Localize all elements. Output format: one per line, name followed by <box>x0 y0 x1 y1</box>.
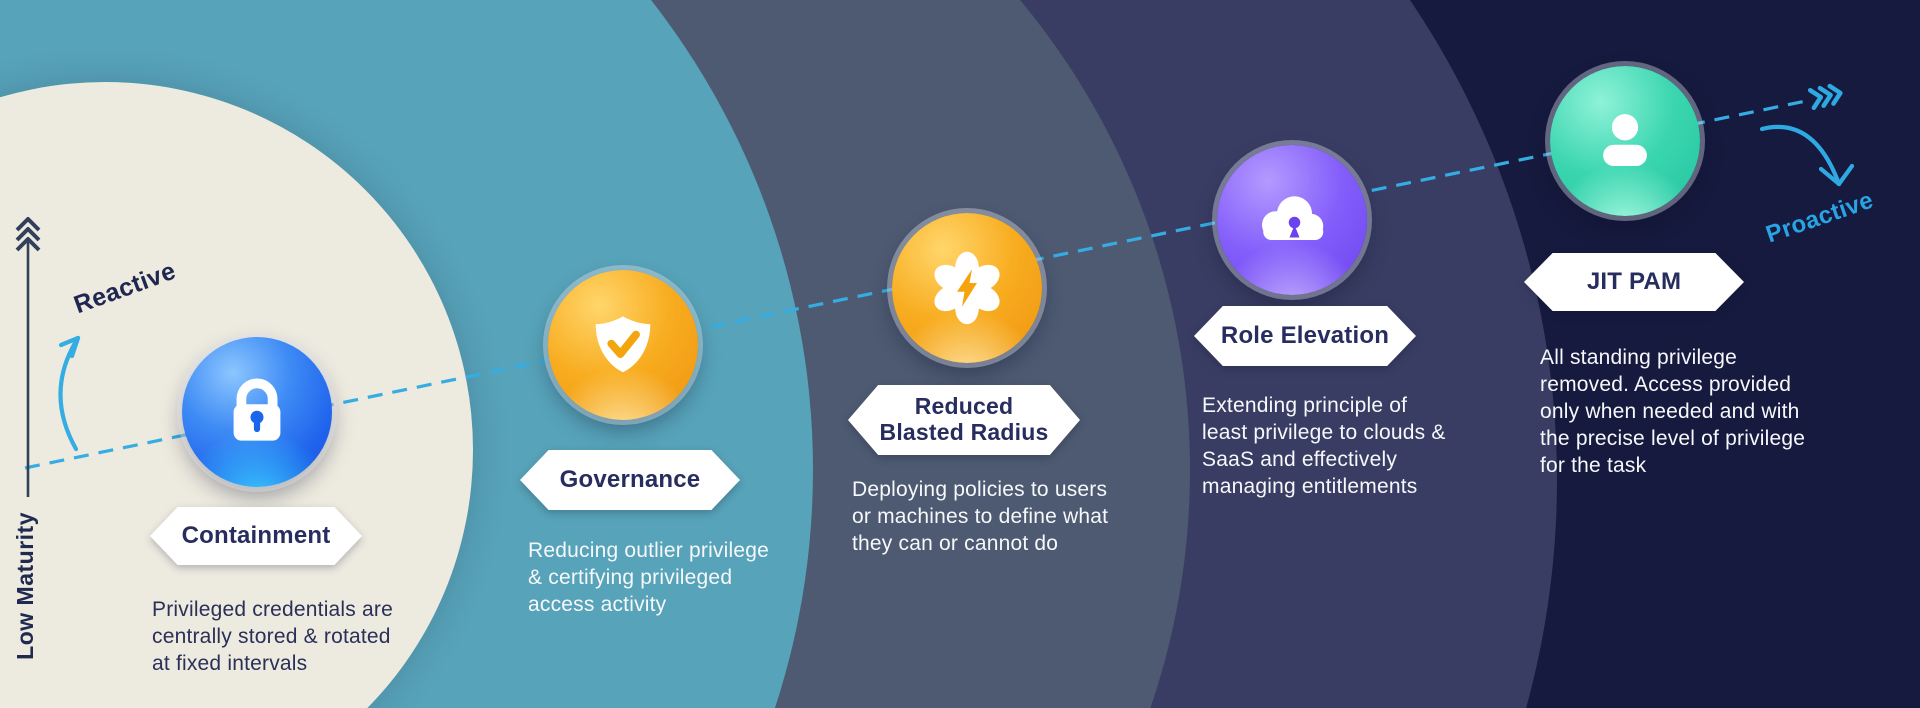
stage-label-badge: Reduced Blasted Radius <box>848 385 1080 455</box>
stage-label: Governance <box>559 465 701 493</box>
stage-description: All standing privilege removed. Access p… <box>1540 346 1806 477</box>
stage-label-badge: Role Elevation <box>1194 306 1416 366</box>
stage-label-badge: JIT PAM <box>1524 253 1744 311</box>
jit-pam-sphere <box>1550 66 1700 216</box>
proactive-label: Proactive <box>1762 186 1877 249</box>
cloud-keyhole-icon <box>1262 196 1324 240</box>
governance-sphere <box>548 270 698 420</box>
stage-description: Extending principle of least privilege t… <box>1202 394 1446 498</box>
stage-description: Reducing outlier privilege & certifying … <box>528 539 769 616</box>
stage-description: Privileged credentials are centrally sto… <box>152 598 393 675</box>
containment-sphere <box>182 337 332 487</box>
role-elevation-sphere <box>1217 145 1367 295</box>
reduced-blasted-radius-sphere <box>892 213 1042 363</box>
stage-label-badge: Containment <box>150 507 362 565</box>
stage-label: Reduced Blasted Radius <box>879 393 1049 445</box>
stage-label: Containment <box>181 521 331 549</box>
stage-label-badge: Governance <box>520 450 740 510</box>
proactive-curved-arrow-icon <box>1759 124 1855 187</box>
stage-description: Deploying policies to users or machines … <box>852 478 1109 555</box>
rosette-bolt-icon <box>934 251 1000 325</box>
lock-icon <box>233 378 281 441</box>
stage-label: JIT PAM <box>1586 267 1682 295</box>
shield-check-icon <box>595 316 651 373</box>
triple-chevron-icon <box>1807 83 1843 111</box>
user-icon <box>1603 114 1647 166</box>
low-maturity-label: Low Maturity <box>12 512 38 660</box>
stage-label: Role Elevation <box>1220 321 1390 349</box>
